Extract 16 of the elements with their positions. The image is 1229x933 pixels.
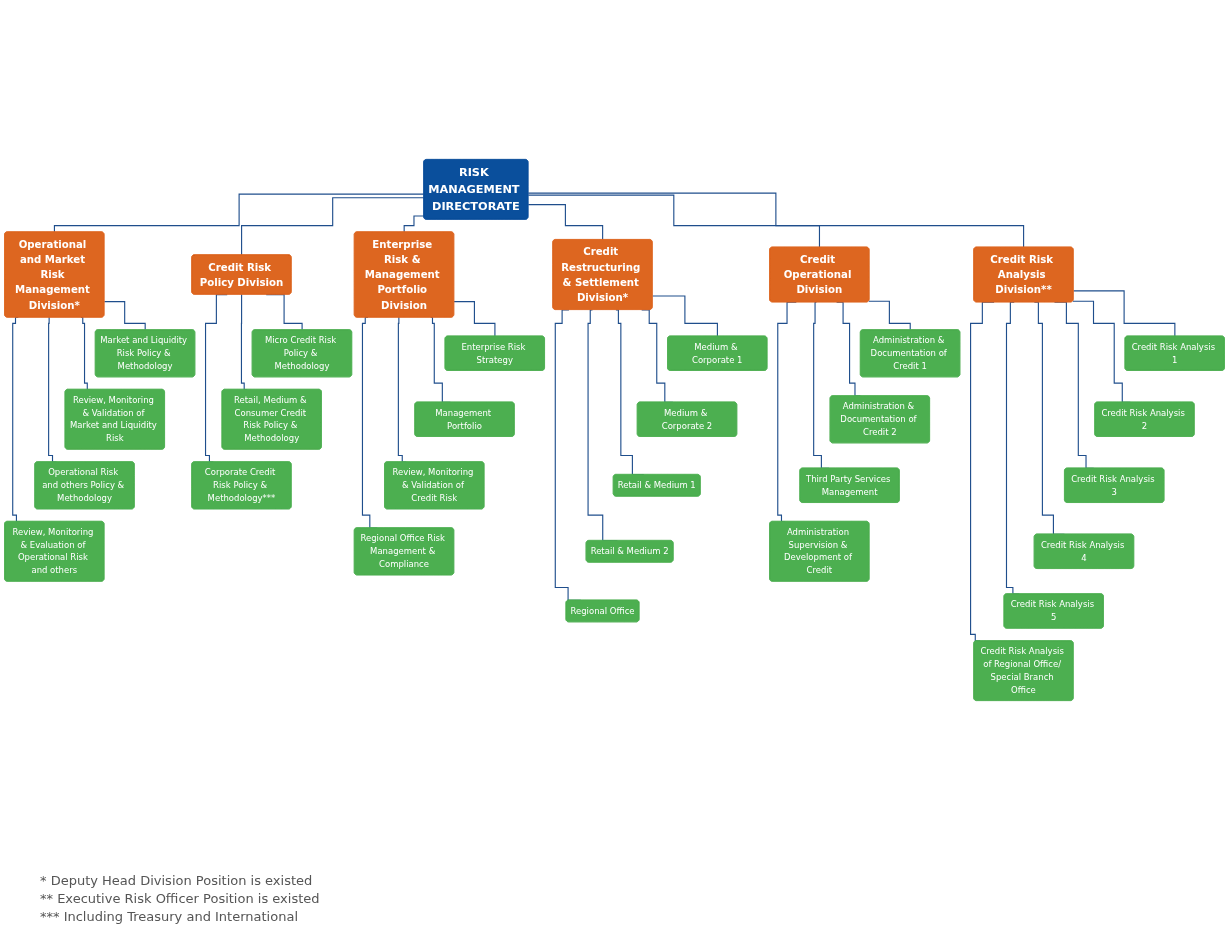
connector bbox=[241, 197, 425, 256]
connector bbox=[80, 316, 91, 391]
connector bbox=[527, 192, 1025, 248]
connector bbox=[240, 294, 248, 391]
footnote: *** Including Treasury and International bbox=[40, 909, 299, 924]
connector bbox=[103, 301, 146, 331]
connector bbox=[527, 194, 821, 248]
connector bbox=[403, 215, 425, 233]
connector bbox=[651, 295, 719, 337]
connector bbox=[1072, 290, 1176, 337]
footnote: * Deputy Head Division Position is existed bbox=[40, 873, 314, 888]
connector bbox=[53, 193, 425, 233]
connector bbox=[868, 300, 911, 331]
connector bbox=[527, 204, 604, 241]
footnote: ** Executive Risk Officer Position is existed bbox=[40, 891, 320, 906]
connector bbox=[453, 301, 496, 337]
